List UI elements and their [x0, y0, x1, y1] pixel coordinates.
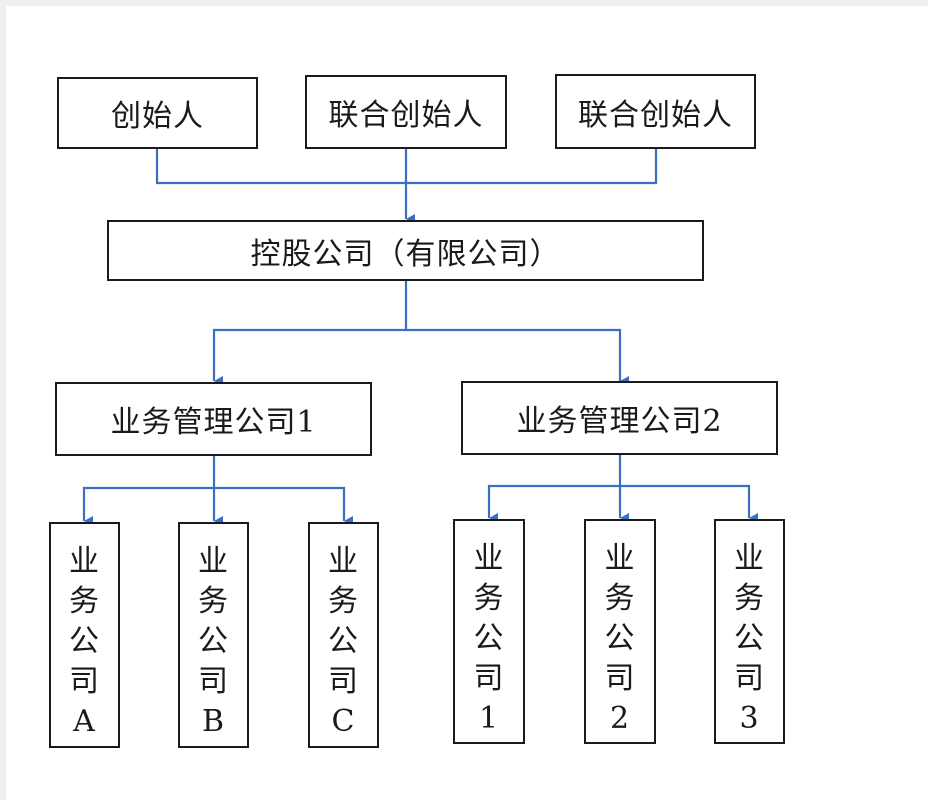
node-mgmt-2-label: 业务管理公司2 [516, 404, 723, 439]
node-holding-label: 控股公司（有限公司） [250, 236, 561, 272]
node-cofounder-2: 联合创始人 [555, 74, 756, 149]
node-mgmt-1-label: 业务管理公司1 [110, 405, 317, 440]
frame-edge-left [0, 0, 6, 800]
frame-edge-top [0, 0, 928, 6]
edge-mgmt2-biz3 [620, 484, 758, 523]
edge-holding-mgmt2 [406, 328, 629, 386]
node-biz-1-label: 业务公司1 [473, 541, 505, 736]
edge-cofounder2-holding [406, 148, 658, 185]
node-biz-2: 业务公司2 [584, 519, 656, 744]
edge-mgmt1-bizC [214, 486, 353, 526]
node-cofounder-1: 联合创始人 [305, 75, 507, 149]
node-mgmt-2: 业务管理公司2 [461, 381, 778, 455]
node-biz-2-label: 业务公司2 [604, 541, 636, 736]
edge-founder-holding [155, 148, 406, 185]
edge-mgmt2-biz1 [487, 484, 620, 523]
node-biz-c: 业务公司C [308, 522, 379, 748]
edge-mgmt1-bizA [82, 486, 214, 526]
node-biz-3: 业务公司3 [714, 519, 785, 744]
node-biz-1: 业务公司1 [453, 519, 525, 744]
edge-holding-mgmt1 [212, 328, 406, 386]
node-mgmt-1: 业务管理公司1 [55, 382, 372, 456]
node-biz-c-label: 业务公司C [328, 544, 359, 739]
node-founder-label: 创始人 [111, 99, 204, 134]
node-cofounder-1-label: 联合创始人 [328, 98, 484, 133]
node-holding: 控股公司（有限公司） [107, 220, 704, 281]
node-biz-a-label: 业务公司A [69, 544, 100, 739]
node-biz-3-label: 业务公司3 [734, 541, 765, 736]
node-biz-b: 业务公司B [178, 522, 249, 748]
node-founder: 创始人 [57, 77, 258, 149]
node-cofounder-2-label: 联合创始人 [578, 97, 733, 133]
node-biz-a: 业务公司A [49, 522, 120, 748]
node-biz-b-label: 业务公司B [198, 544, 229, 739]
